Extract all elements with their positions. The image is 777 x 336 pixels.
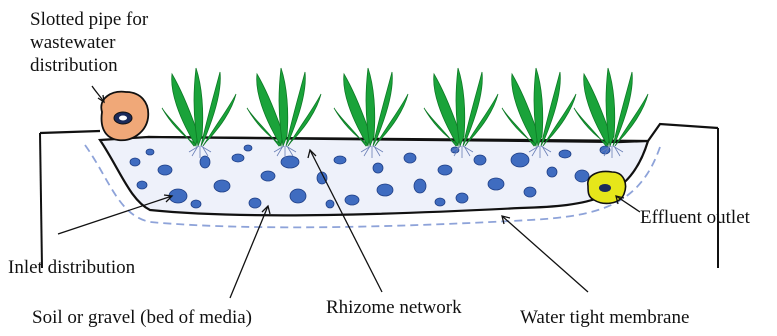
gravel-particle (249, 198, 261, 208)
gravel-particle (232, 154, 244, 162)
label-slotted-pipe: Slotted pipe for wastewater distribution (30, 8, 148, 77)
gravel-particle (244, 145, 252, 151)
gravel-particle (435, 198, 445, 206)
label-effluent-outlet: Effluent outlet (640, 206, 750, 229)
label-inlet-distribution: Inlet distribution (8, 256, 135, 279)
arrow-inlet (58, 196, 172, 234)
gravel-particle (414, 179, 426, 193)
gravel-particle (438, 165, 452, 175)
gravel-particle (290, 189, 306, 203)
gravel-particle (345, 195, 359, 205)
gravel-particle (474, 155, 486, 165)
gravel-particle (559, 150, 571, 158)
gravel-particle (146, 149, 154, 155)
arrow-effluent (616, 196, 640, 212)
gravel-particle (334, 156, 346, 164)
gravel-particle (214, 180, 230, 192)
gravel-particle (130, 158, 140, 166)
gravel-particle (404, 153, 416, 163)
gravel-particle (281, 156, 299, 168)
basin-left-wall (40, 133, 42, 268)
label-water-tight-membrane: Water tight membrane (520, 306, 689, 329)
gravel-particle (137, 181, 147, 189)
gravel-particle (575, 170, 589, 182)
gravel-particle (547, 167, 557, 177)
label-soil-gravel: Soil or gravel (bed of media) (32, 306, 252, 329)
gravel-particle (373, 163, 383, 173)
gravel-particle (377, 184, 393, 196)
arrow-slotted-pipe (92, 86, 104, 102)
gravel-bed (100, 137, 648, 215)
gravel-particle (511, 153, 529, 167)
arrow-soil (230, 206, 268, 298)
gravel-particle (488, 178, 504, 190)
gravel-particle (326, 200, 334, 208)
label-slotted-pipe-line-3: distribution (30, 54, 148, 77)
gravel-particle (158, 165, 172, 175)
slotted-pipe (101, 92, 148, 141)
gravel-particle (200, 156, 210, 168)
label-slotted-pipe-line-1: Slotted pipe for (30, 8, 148, 31)
label-slotted-pipe-line-2: wastewater (30, 31, 148, 54)
gravel-particle (261, 171, 275, 181)
gravel-particle (524, 187, 536, 197)
arrow-membrane (502, 216, 588, 292)
gravel-particle (191, 200, 201, 208)
label-rhizome-network: Rhizome network (326, 296, 462, 319)
gravel-particle (456, 193, 468, 203)
